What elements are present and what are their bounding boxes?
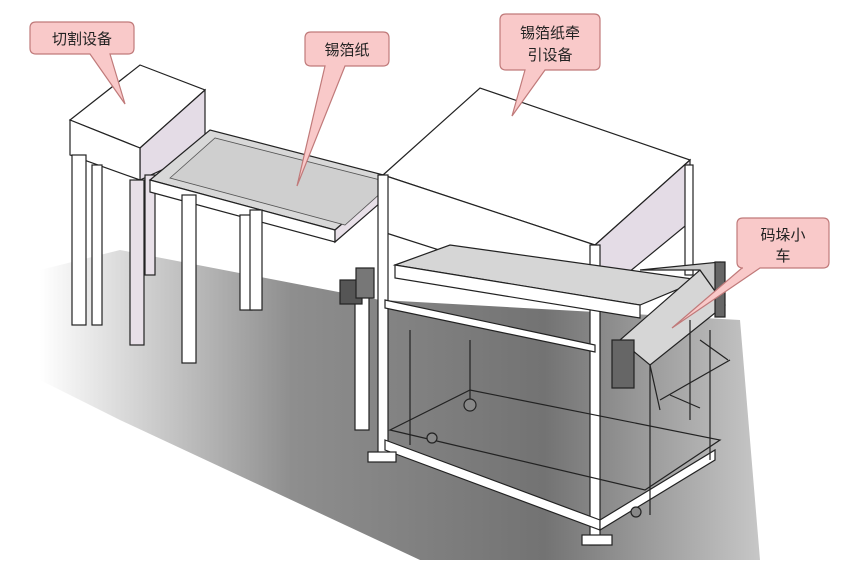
traction-equipment — [367, 87, 722, 546]
callout-cutting: 切割设备 — [29, 21, 135, 105]
callout-cart-text-line1: 码垛小 — [760, 226, 805, 244]
callout-traction: 锡箔纸牵 引设备 — [499, 13, 601, 117]
callout-foil: 锡箔纸 — [296, 31, 390, 187]
foil-conveyor — [148, 129, 397, 431]
callout-cart: 码垛小 车 — [671, 217, 830, 329]
callout-traction-text-line2: 引设备 — [527, 46, 572, 64]
stacking-cart — [611, 261, 731, 420]
callout-cutting-text: 切割设备 — [52, 30, 112, 48]
callout-cart-text-line2: 车 — [775, 247, 790, 265]
callout-foil-text: 锡箔纸 — [324, 41, 369, 59]
callout-traction-text-line1: 锡箔纸牵 — [520, 24, 580, 42]
floor-shadow — [40, 250, 760, 560]
